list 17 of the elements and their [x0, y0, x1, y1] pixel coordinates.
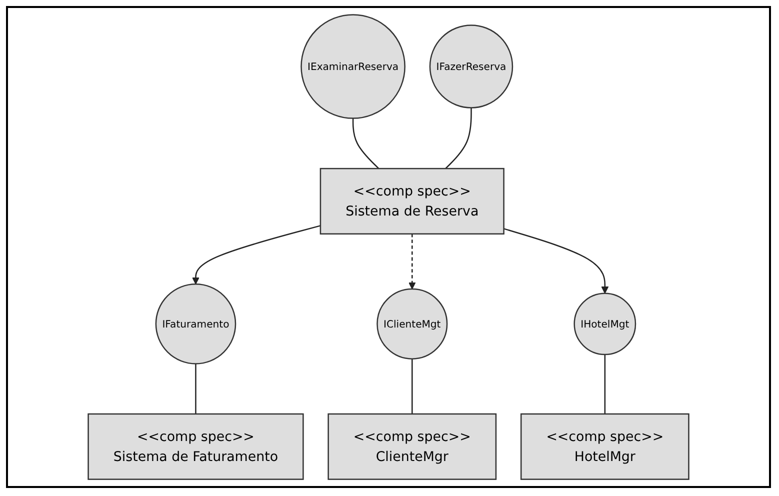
connector — [412, 358, 413, 414]
connector — [352, 118, 380, 169]
node-box: <<comp spec>> ClienteMgr — [328, 413, 497, 480]
node-box: <<comp spec>> HotelMgr — [520, 413, 690, 480]
arrow — [504, 228, 609, 294]
node-box: <<comp spec>> Sistema de Reserva — [320, 168, 504, 235]
node-circle: IClienteMgt — [376, 288, 448, 360]
connector — [445, 108, 472, 169]
node-circle: IFazerReserva — [429, 24, 514, 108]
arrow — [408, 234, 416, 290]
node-circle: IFaturamento — [155, 284, 236, 364]
node-circle: IExaminarReserva — [300, 14, 406, 119]
arrow — [192, 225, 321, 284]
node-box: <<comp spec>> Sistema de Faturamento — [88, 413, 304, 480]
connector — [604, 354, 606, 414]
connector — [195, 364, 196, 414]
node-circle: IHotelMgt — [574, 292, 636, 356]
